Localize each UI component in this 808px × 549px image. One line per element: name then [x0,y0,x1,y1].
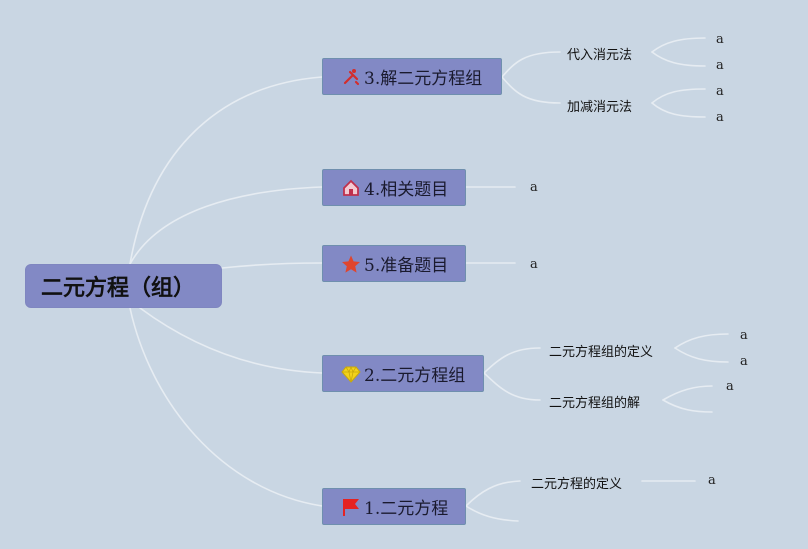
leaf-node[interactable]: a [716,84,724,99]
root-label: 二元方程（组） [41,276,196,301]
branch-label: 5.准备题目 [364,256,449,276]
connector-b3-sub2-leaf1 [651,88,706,104]
tools-icon [341,67,361,87]
connector-root-to-branch-1 [129,307,323,507]
home-icon [341,178,361,198]
leaf-node[interactable]: a [726,379,734,394]
connector-root-to-branch-4 [129,186,323,265]
connector-b3-sub1 [501,51,561,78]
connector-b2-sub2-leaf1 [662,385,713,401]
star-icon [341,254,361,274]
connector-b2-sub1-leaf1 [674,333,729,349]
leaf-node[interactable]: a [708,473,716,488]
connector-root-to-branch-2 [139,307,323,374]
connector-b3-sub2 [501,76,561,104]
branch-label: 2.二元方程组 [364,366,466,386]
leaf-node[interactable]: a [530,257,538,272]
subtopic-system-definition[interactable]: 二元方程组的定义 [549,345,654,360]
branch-node-solve-system[interactable]: 3.解二元方程组 [322,58,502,95]
connector-b3-sub1-leaf1 [651,37,706,53]
flag-icon [341,497,361,517]
subtopic-equation-definition[interactable]: 二元方程的定义 [531,477,623,492]
subtopic-substitution-method[interactable]: 代入消元法 [567,48,633,63]
connector-b2-sub1 [483,347,541,374]
subtopic-system-solution[interactable]: 二元方程组的解 [549,396,641,411]
connector-root-to-branch-3 [129,76,323,265]
branch-node-prep-problems[interactable]: 5.准备题目 [322,245,466,282]
branch-node-related-problems[interactable]: 4.相关题目 [322,169,466,206]
diamond-icon [341,364,361,384]
branch-node-equation-system[interactable]: 2.二元方程组 [322,355,484,392]
leaf-node[interactable]: a [716,58,724,73]
connector-b2-sub2-leaf2 [662,399,713,413]
connector-b1-sub2 [465,505,519,522]
leaf-node[interactable]: a [716,32,724,47]
branch-label: 3.解二元方程组 [364,69,483,89]
branch-label: 4.相关题目 [364,180,449,200]
connector-root-to-branch-5 [221,262,323,269]
connector-b2-sub1-leaf2 [674,347,729,363]
leaf-node[interactable]: a [740,328,748,343]
leaf-node[interactable]: a [740,354,748,369]
leaf-node[interactable]: a [716,110,724,125]
connector-b2-sub2 [483,372,541,401]
branch-node-equation[interactable]: 1.二元方程 [322,488,466,525]
branch-label: 1.二元方程 [364,499,449,519]
connector-b3-sub2-leaf2 [651,102,706,118]
connector-b1-sub1 [465,480,521,507]
root-node[interactable]: 二元方程（组） [25,264,222,308]
subtopic-elimination-method[interactable]: 加减消元法 [567,100,633,115]
leaf-node[interactable]: a [530,180,538,195]
connector-b3-sub1-leaf2 [651,51,706,67]
